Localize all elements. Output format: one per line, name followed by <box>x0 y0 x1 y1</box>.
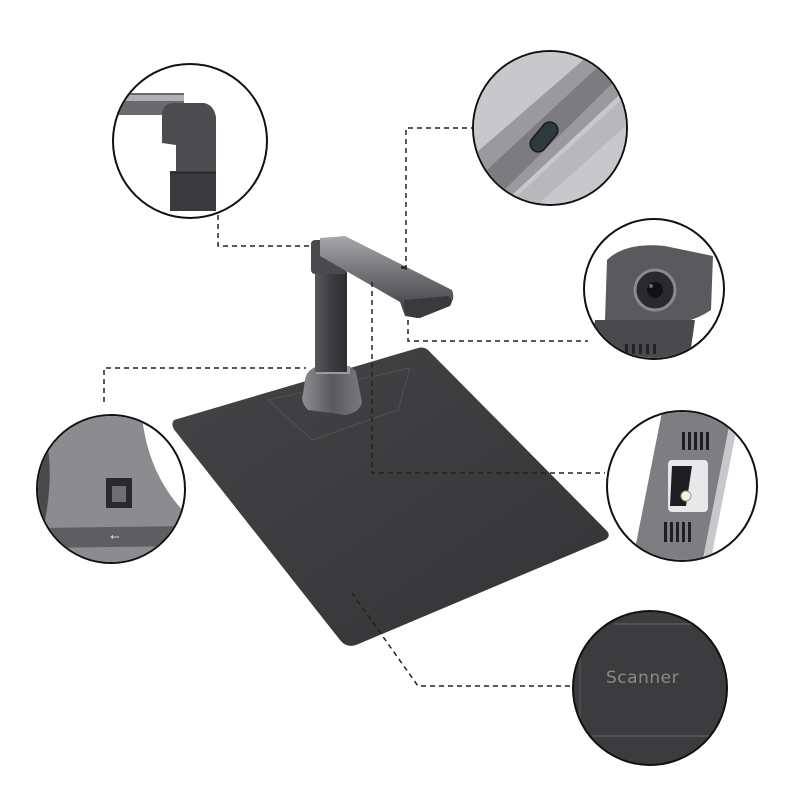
callout-arm-button <box>472 50 628 206</box>
stand-pole <box>315 272 347 372</box>
callout-led-light <box>606 410 758 562</box>
scanner-arm <box>320 236 454 318</box>
button-icon <box>529 121 559 153</box>
callout-usb-port: ⭠ <box>36 414 186 564</box>
arm-button-mark <box>401 266 406 269</box>
usb-icon: ⭠ <box>110 529 120 543</box>
scanner-label: Scanner <box>606 668 680 688</box>
leader-lines <box>103 127 605 687</box>
scanner-mat <box>172 347 609 646</box>
stand-base <box>302 366 362 415</box>
led-icon <box>680 490 692 502</box>
vent-bottom-icon <box>664 522 691 542</box>
vent-icon <box>625 344 656 354</box>
callout-scanner-mat: Scanner <box>572 610 728 766</box>
callout-camera-lens <box>583 218 725 360</box>
callout-arm-hinge <box>112 63 268 219</box>
vent-top-icon <box>682 432 709 450</box>
